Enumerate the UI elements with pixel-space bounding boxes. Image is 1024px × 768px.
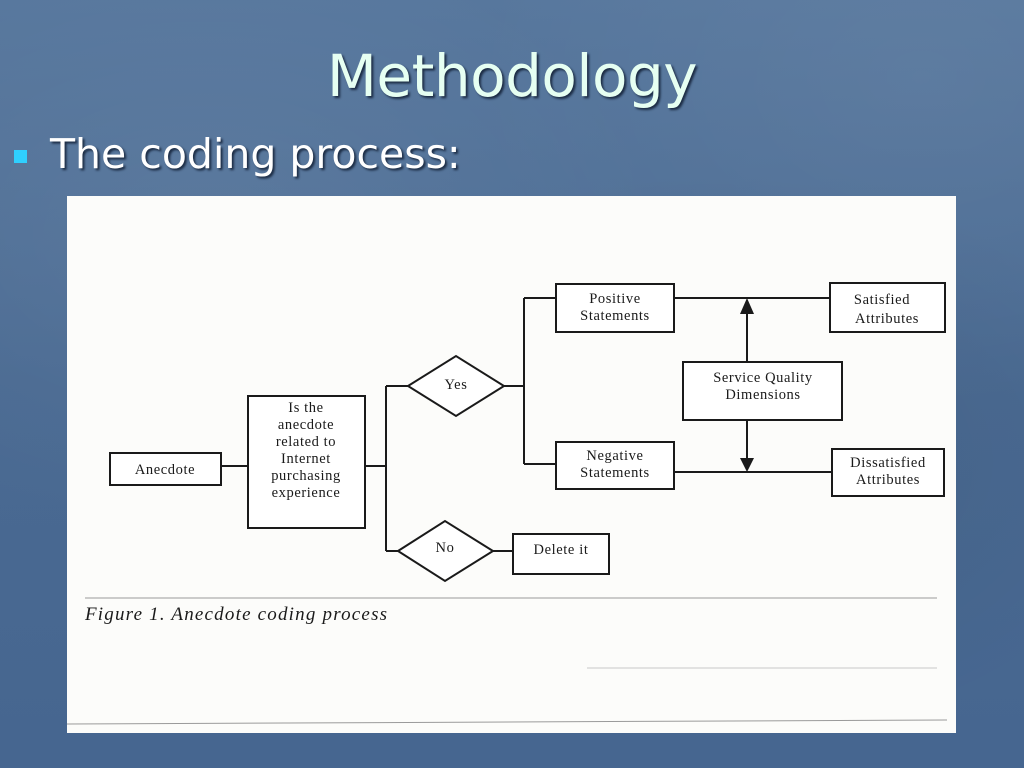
question-line: anecdote: [278, 417, 334, 433]
negative-line: Negative: [586, 448, 643, 464]
node-satisfied: Satisfied Attributes: [829, 282, 946, 333]
question-line: purchasing: [271, 468, 341, 484]
question-line: Is the: [288, 400, 323, 416]
node-anecdote: Anecdote: [109, 452, 222, 486]
node-no: No: [396, 519, 495, 583]
question-line: Internet: [281, 451, 331, 467]
negative-line: Statements: [580, 465, 650, 481]
slide-title: Methodology: [326, 42, 698, 110]
sqd-line: Service Quality: [713, 370, 813, 386]
question-line: experience: [272, 485, 341, 501]
node-delete-label: Delete it: [534, 542, 589, 558]
node-delete: Delete it: [512, 533, 610, 575]
scan-rule-bottom: [67, 719, 948, 725]
bullet-text: The coding process:: [50, 130, 461, 178]
node-question: Is the anecdote related to Internet purc…: [247, 395, 366, 529]
connectors: [221, 297, 832, 552]
node-yes-label: Yes: [445, 377, 468, 393]
figure-caption: Figure 1. Anecdote coding process: [84, 604, 388, 625]
positive-line: Positive: [589, 291, 641, 307]
dissatisfied-line: Attributes: [856, 472, 920, 488]
node-yes: Yes: [406, 354, 506, 418]
node-no-label: No: [436, 540, 455, 556]
node-positive: Positive Statements: [555, 283, 675, 333]
arrow-down-icon: [740, 458, 754, 472]
node-dissatisfied: Dissatisfied Attributes: [831, 448, 945, 497]
question-line: related to: [276, 434, 336, 450]
node-negative: Negative Statements: [555, 441, 675, 490]
bullet-square-icon: [14, 150, 27, 163]
arrow-up-icon: [740, 298, 754, 314]
satisfied-line: Attributes: [855, 311, 919, 327]
node-anecdote-label: Anecdote: [135, 462, 195, 478]
flowchart-figure: Anecdote Is the anecdote related to Inte…: [67, 196, 956, 733]
satisfied-line: Satisfied: [854, 292, 910, 308]
positive-line: Statements: [580, 308, 650, 324]
node-service-quality: Service Quality Dimensions: [682, 361, 843, 421]
flowchart-svg: Anecdote Is the anecdote related to Inte…: [67, 282, 948, 725]
dissatisfied-line: Dissatisfied: [850, 455, 926, 471]
sqd-line: Dimensions: [725, 387, 800, 403]
